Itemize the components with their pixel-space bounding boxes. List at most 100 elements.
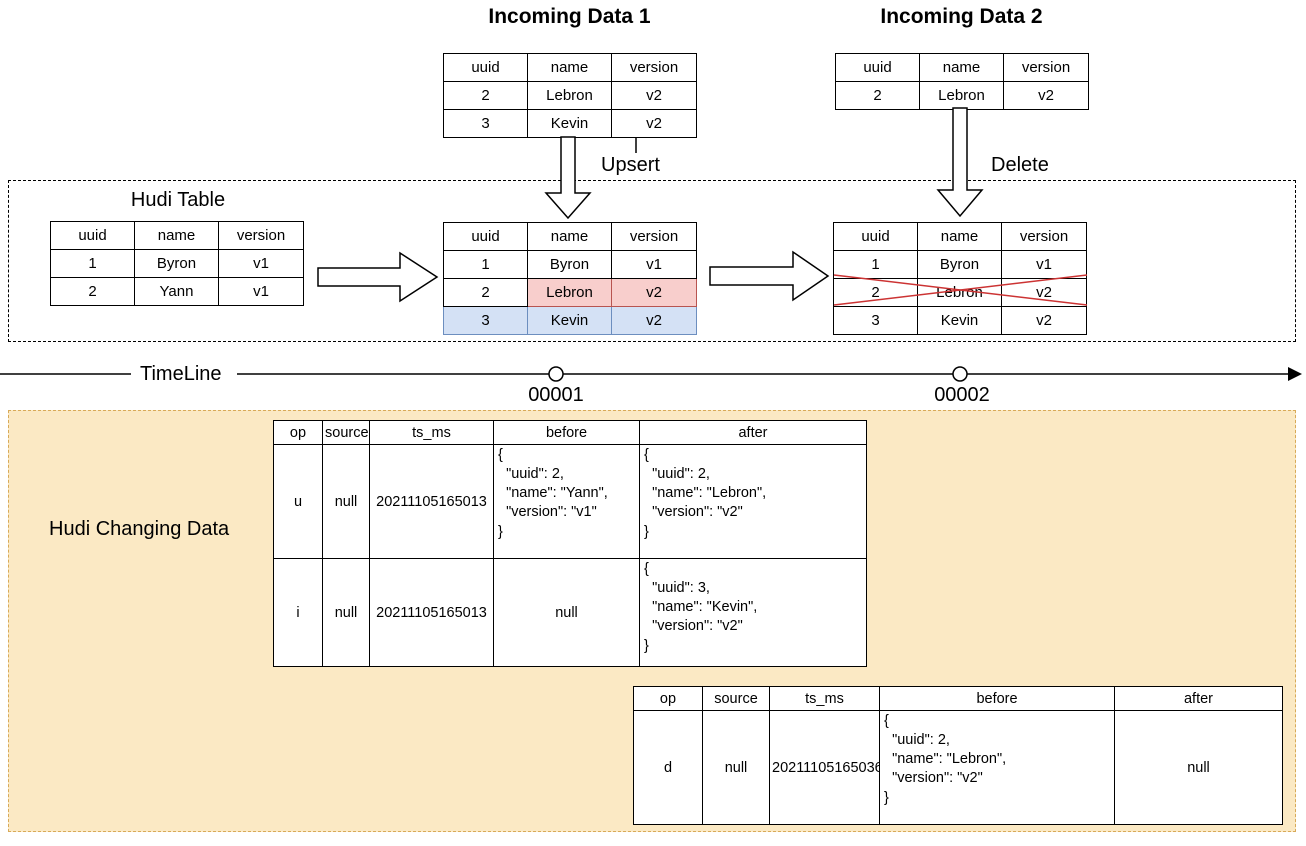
header-cell: after bbox=[639, 420, 867, 445]
after-json-cell: { "uuid": 2, "name": "Lebron", "version"… bbox=[639, 444, 867, 559]
header-cell: version bbox=[1001, 222, 1087, 251]
cdc-table-commit-1: op source ts_ms before after u null 2021… bbox=[273, 420, 867, 667]
cell: v2 bbox=[1001, 278, 1087, 307]
table-row: 1 Byron v1 bbox=[833, 250, 1087, 279]
table-row: d null 20211105165036 { "uuid": 2, "name… bbox=[633, 710, 1283, 825]
table-row: u null 20211105165013 { "uuid": 2, "name… bbox=[273, 444, 867, 559]
table-header-row: op source ts_ms before after bbox=[633, 686, 1283, 711]
cell: null bbox=[702, 710, 770, 825]
cell: 1 bbox=[50, 249, 135, 278]
hudi-deleted-table: uuid name version 1 Byron v1 2 Lebron v2… bbox=[833, 222, 1087, 335]
table-row: i null 20211105165013 null { "uuid": 3, … bbox=[273, 558, 867, 667]
header-cell: name bbox=[527, 222, 612, 251]
incoming-data-2-table: uuid name version 2 Lebron v2 bbox=[835, 53, 1089, 110]
table-header-row: uuid name version bbox=[443, 53, 697, 82]
cell: 2 bbox=[50, 277, 135, 306]
updated-cell: v2 bbox=[611, 278, 697, 307]
table-row: 3 Kevin v2 bbox=[833, 306, 1087, 335]
header-cell: version bbox=[218, 221, 304, 250]
header-cell: before bbox=[879, 686, 1115, 711]
after-cell: null bbox=[1114, 710, 1283, 825]
header-cell: ts_ms bbox=[769, 686, 880, 711]
hudi-table-box bbox=[8, 180, 1296, 342]
cell: Yann bbox=[134, 277, 219, 306]
cell: 2 bbox=[443, 81, 528, 110]
cell: 3 bbox=[443, 109, 528, 138]
header-cell: before bbox=[493, 420, 640, 445]
incoming-data-1-title: Incoming Data 1 bbox=[488, 5, 651, 28]
cell: d bbox=[633, 710, 703, 825]
table-header-row: uuid name version bbox=[443, 222, 697, 251]
header-cell: ts_ms bbox=[369, 420, 494, 445]
cell: v2 bbox=[1003, 81, 1089, 110]
cdc-table-commit-2: op source ts_ms before after d null 2021… bbox=[633, 686, 1283, 825]
table-row: 1 Byron v1 bbox=[443, 250, 697, 279]
header-cell: source bbox=[322, 420, 370, 445]
cell: Kevin bbox=[917, 306, 1002, 335]
timeline-arrowhead-icon bbox=[1288, 367, 1302, 381]
delete-label: Delete bbox=[991, 154, 1049, 176]
cell: Byron bbox=[134, 249, 219, 278]
incoming-data-1-table: uuid name version 2 Lebron v2 3 Kevin v2 bbox=[443, 53, 697, 138]
header-cell: name bbox=[917, 222, 1002, 251]
before-json-cell: { "uuid": 2, "name": "Lebron", "version"… bbox=[879, 710, 1115, 825]
cell: null bbox=[322, 558, 370, 667]
cell: u bbox=[273, 444, 323, 559]
cell: 1 bbox=[443, 250, 528, 279]
timeline-commit-2-marker bbox=[952, 366, 968, 382]
cell: Kevin bbox=[527, 109, 612, 138]
header-cell: name bbox=[919, 53, 1004, 82]
cell: 3 bbox=[833, 306, 918, 335]
cell: 20211105165036 bbox=[769, 710, 880, 825]
header-cell: after bbox=[1114, 686, 1283, 711]
inserted-row: 3 Kevin v2 bbox=[443, 306, 697, 335]
cell: v2 bbox=[1001, 306, 1087, 335]
upsert-label: Upsert bbox=[601, 154, 660, 176]
cell: Lebron bbox=[919, 81, 1004, 110]
header-cell: source bbox=[702, 686, 770, 711]
timeline-commit-1-label: 00001 bbox=[528, 384, 584, 406]
timeline-commit-1-marker bbox=[548, 366, 564, 382]
header-cell: version bbox=[1003, 53, 1089, 82]
table-header-row: op source ts_ms before after bbox=[273, 420, 867, 445]
header-cell: name bbox=[134, 221, 219, 250]
hudi-upserted-table: uuid name version 1 Byron v1 2 Lebron v2… bbox=[443, 222, 697, 335]
header-cell: version bbox=[611, 222, 697, 251]
inserted-cell: v2 bbox=[611, 306, 697, 335]
hudi-initial-table: uuid name version 1 Byron v1 2 Yann v1 bbox=[50, 221, 304, 306]
inserted-cell: Kevin bbox=[527, 306, 612, 335]
cell: v1 bbox=[611, 250, 697, 279]
cell: v2 bbox=[611, 81, 697, 110]
header-cell: uuid bbox=[443, 222, 528, 251]
cell: 20211105165013 bbox=[369, 444, 494, 559]
table-row: 3 Kevin v2 bbox=[443, 109, 697, 138]
table-row: 2 Yann v1 bbox=[50, 277, 304, 306]
updated-row: 2 Lebron v2 bbox=[443, 278, 697, 307]
cell: 1 bbox=[833, 250, 918, 279]
header-cell: uuid bbox=[443, 53, 528, 82]
before-cell: null bbox=[493, 558, 640, 667]
header-cell: op bbox=[273, 420, 323, 445]
cell: 2 bbox=[835, 81, 920, 110]
timeline-commit-2-label: 00002 bbox=[934, 384, 990, 406]
header-cell: uuid bbox=[833, 222, 918, 251]
cell: Byron bbox=[527, 250, 612, 279]
header-cell: uuid bbox=[835, 53, 920, 82]
hudi-changing-data-label: Hudi Changing Data bbox=[49, 518, 230, 540]
after-json-cell: { "uuid": 3, "name": "Kevin", "version":… bbox=[639, 558, 867, 667]
timeline-label: TimeLine bbox=[140, 363, 222, 385]
header-cell: op bbox=[633, 686, 703, 711]
before-json-cell: { "uuid": 2, "name": "Yann", "version": … bbox=[493, 444, 640, 559]
incoming-data-2-title: Incoming Data 2 bbox=[880, 5, 1043, 28]
cell: 2 bbox=[833, 278, 918, 307]
header-cell: uuid bbox=[50, 221, 135, 250]
cell: i bbox=[273, 558, 323, 667]
table-header-row: uuid name version bbox=[833, 222, 1087, 251]
table-header-row: uuid name version bbox=[50, 221, 304, 250]
inserted-cell: 3 bbox=[443, 306, 528, 335]
hudi-table-label: Hudi Table bbox=[130, 189, 226, 211]
cell: 2 bbox=[443, 278, 528, 307]
table-row: 2 Lebron v2 bbox=[443, 81, 697, 110]
cell: v2 bbox=[611, 109, 697, 138]
